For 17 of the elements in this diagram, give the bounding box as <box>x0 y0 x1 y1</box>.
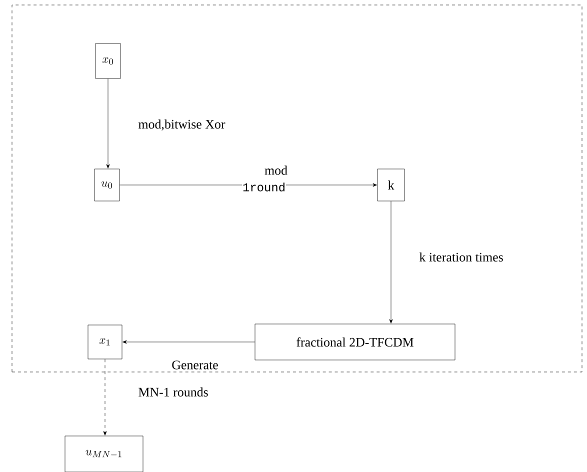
dashed-frame <box>12 4 582 372</box>
process-box: $u_{0}$ <box>94 168 120 202</box>
edge-label: mod,bitwise Xor <box>138 120 226 130</box>
edge-label: Generate <box>172 360 218 370</box>
arrow <box>122 340 255 344</box>
arrow <box>103 359 107 436</box>
process-box: fractional 2D-TFCDM <box>254 324 456 360</box>
process-box: $x_{1}$ <box>88 324 122 360</box>
process-box: $u_{MN-1}$ <box>64 436 144 472</box>
arrow <box>106 78 110 168</box>
arrow <box>389 201 393 324</box>
edge-label: k iteration times <box>419 252 503 262</box>
edge-label: MN-1 rounds <box>138 387 208 397</box>
process-box: $x_{0}$ <box>95 43 121 79</box>
note-text: 1round <box>242 182 286 192</box>
edge-label: mod <box>264 166 288 175</box>
process-box: k <box>377 168 405 202</box>
